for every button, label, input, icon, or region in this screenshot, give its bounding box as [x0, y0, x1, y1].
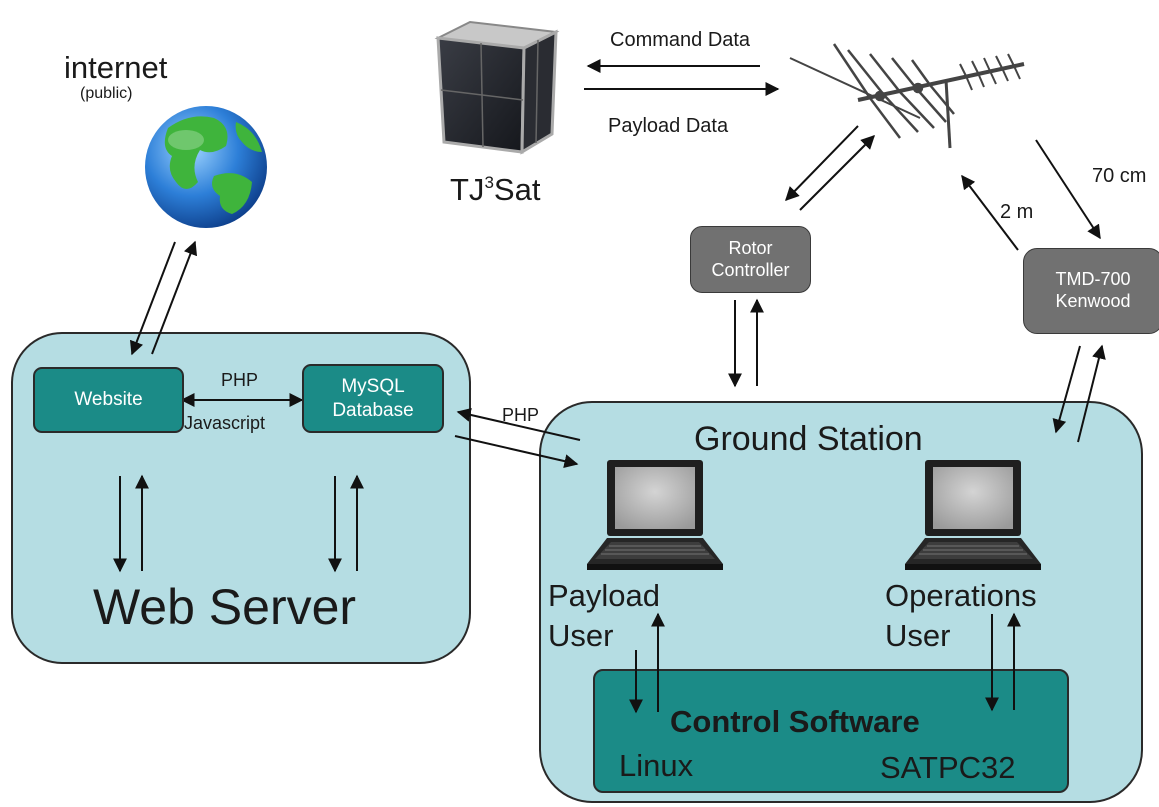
- arrow-radio-to-station: [1052, 345, 1081, 434]
- satellite-name-suffix: Sat: [493, 172, 541, 207]
- server-station-link-label: PHP: [502, 405, 540, 425]
- control-software-linux-label: Linux: [619, 748, 694, 783]
- satellite-name: TJ3Sat: [450, 174, 540, 205]
- payload-user-label: Payload User: [548, 578, 661, 654]
- website-box: Website: [33, 367, 184, 433]
- arrow-radio-to-antenna-2m: [961, 174, 1019, 251]
- internet-title: internet: [64, 50, 168, 85]
- yagi-antenna-icon: [789, 43, 1025, 149]
- arrow-station-to-radio: [1077, 344, 1106, 443]
- internet-subtitle: (public): [80, 85, 133, 102]
- ground-station-title: Ground Station: [694, 420, 923, 458]
- globe-icon: [145, 106, 267, 228]
- command-data-label: Command Data: [610, 29, 751, 51]
- radio-box: TMD-700 Kenwood: [1023, 248, 1159, 334]
- web-server-title: Web Server: [93, 579, 357, 635]
- satellite-name-superscript: 3: [484, 173, 494, 192]
- laptop-icon: [904, 459, 1042, 571]
- control-software-title: Control Software: [670, 704, 920, 739]
- satellite-name-prefix: TJ: [450, 172, 485, 207]
- website-database-top-label: PHP: [221, 370, 259, 390]
- arrow-website-to-internet: [151, 240, 198, 355]
- arrow-station-to-database: [456, 407, 581, 441]
- control-software-panel: [593, 669, 1069, 793]
- cubesat-icon: [434, 20, 560, 155]
- link-70cm-label: 70 cm: [1092, 165, 1147, 187]
- arrow-antenna-to-radio-70cm: [1035, 139, 1101, 240]
- database-box: MySQL Database: [302, 364, 444, 433]
- website-database-bottom-label: Javascript: [184, 413, 266, 433]
- operations-user-label: Operations User: [885, 578, 1037, 654]
- arrow-rotor-to-antenna: [799, 135, 875, 211]
- rotor-controller-box: Rotor Controller: [690, 226, 811, 293]
- payload-data-label: Payload Data: [608, 115, 729, 137]
- laptop-icon: [586, 459, 724, 571]
- control-software-satpc32-label: SATPC32: [880, 750, 1016, 785]
- arrow-database-to-station: [454, 435, 579, 469]
- link-2m-label: 2 m: [1000, 201, 1034, 223]
- arrow-internet-to-website: [129, 241, 176, 356]
- arrow-antenna-to-rotor: [785, 125, 859, 202]
